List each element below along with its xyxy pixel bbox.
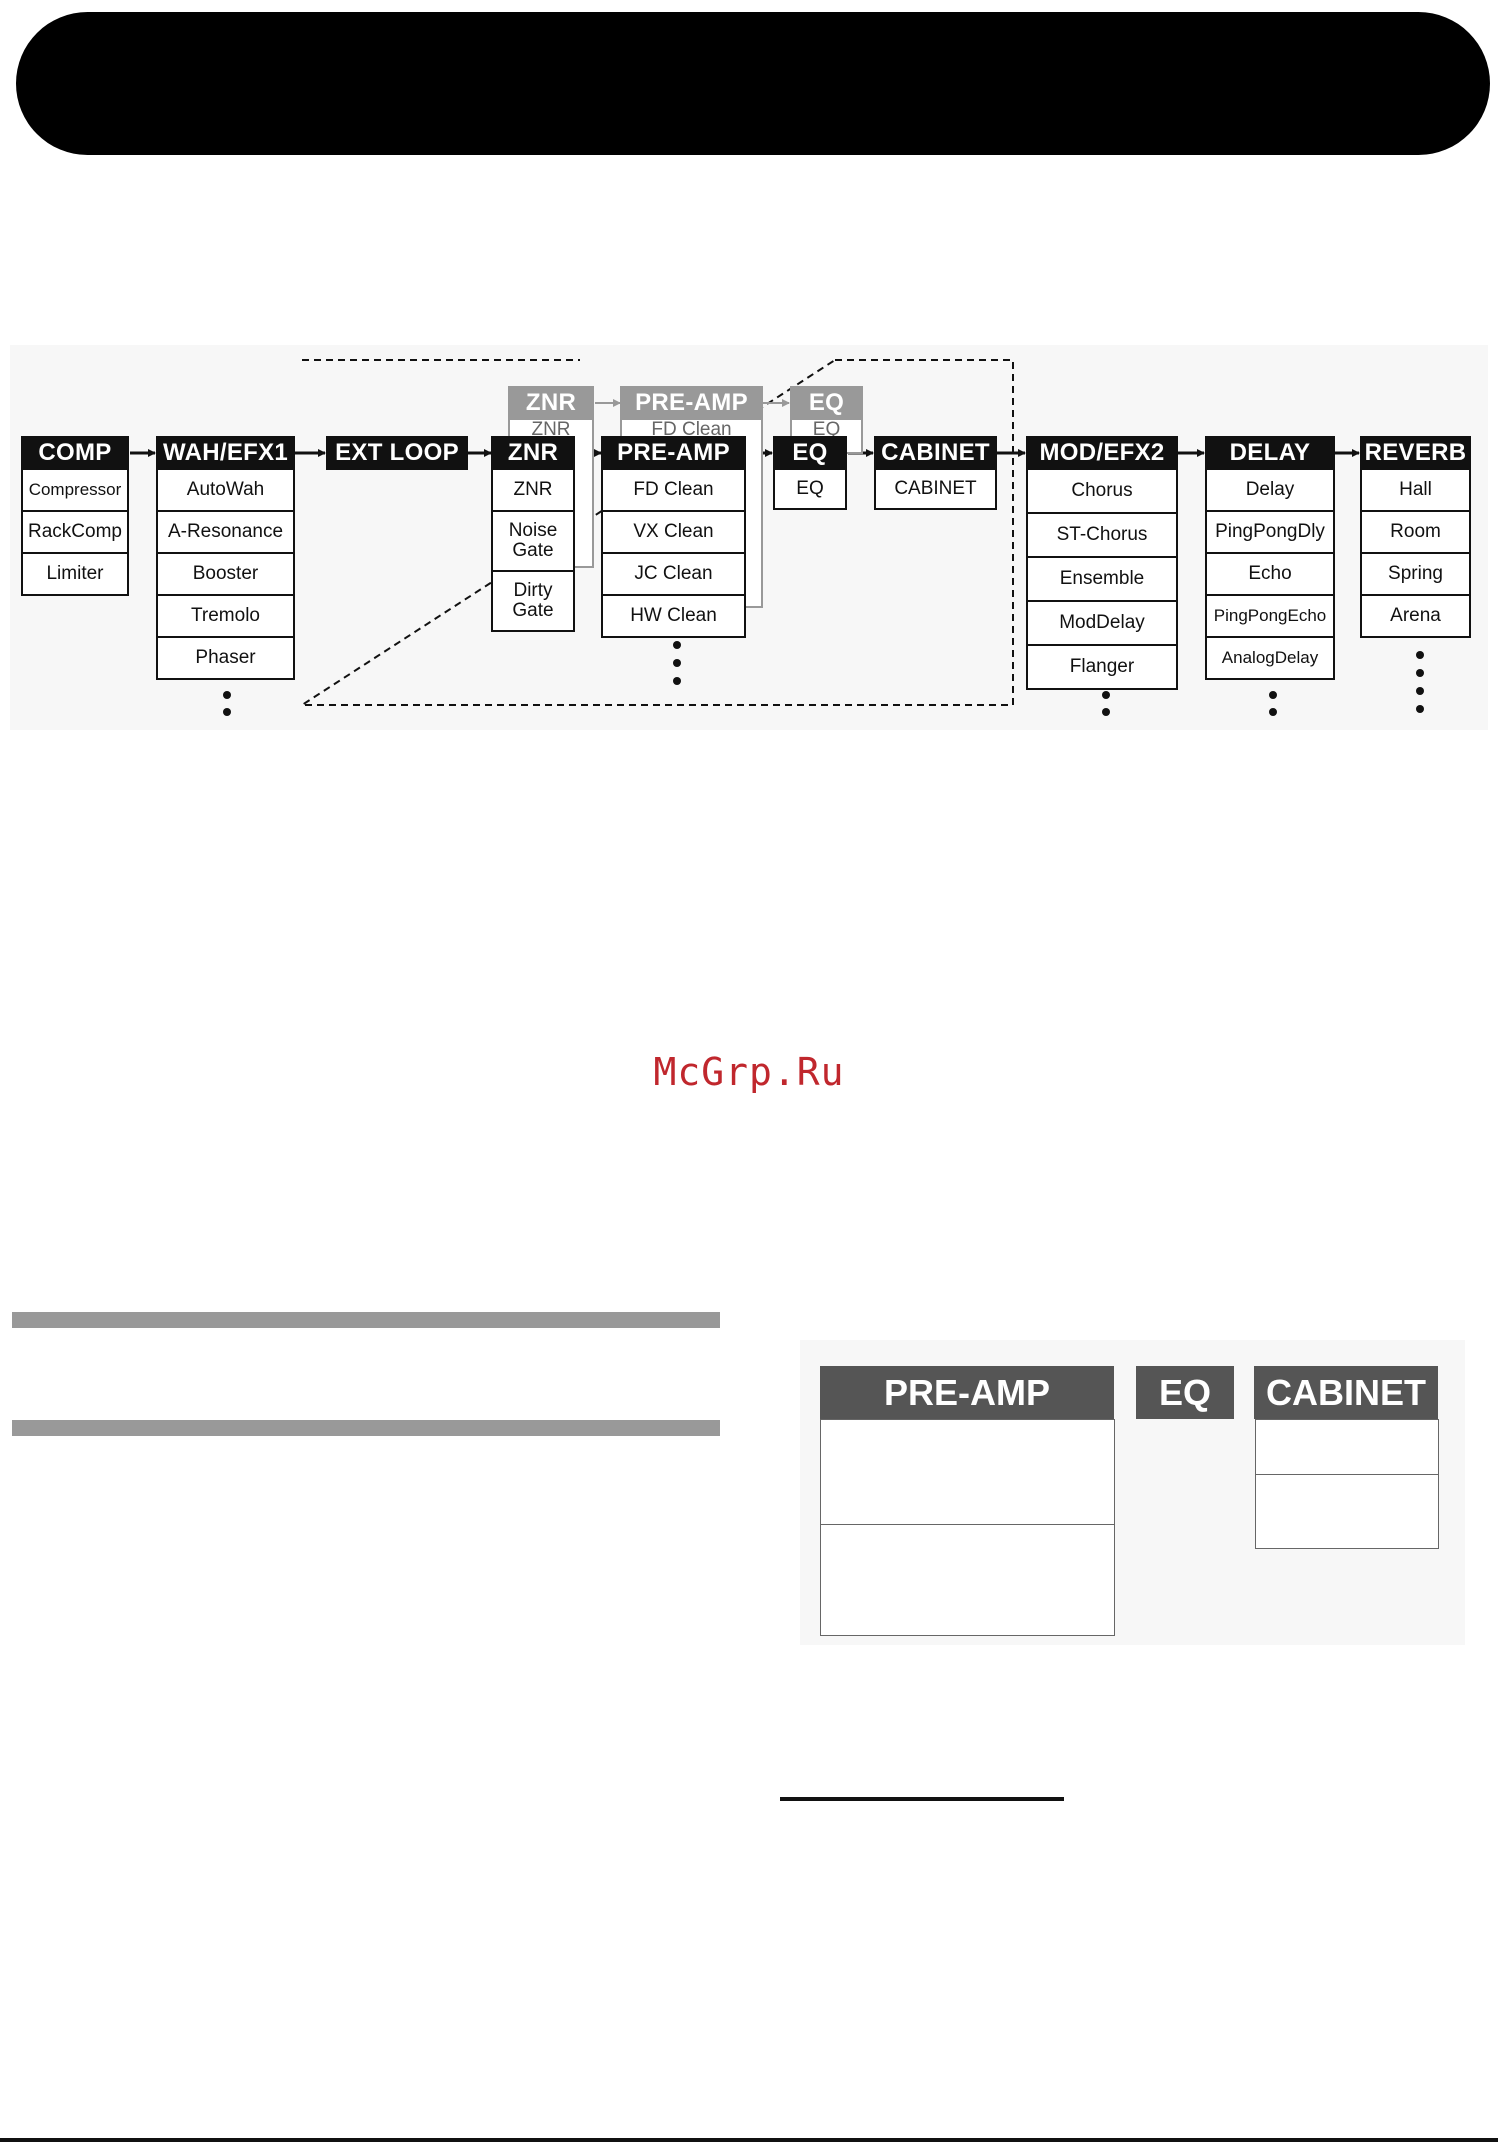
fig2-cabinet-header: CABINET xyxy=(1254,1366,1438,1419)
preamp-title: PRE-AMP xyxy=(601,436,746,470)
reverb-title: REVERB xyxy=(1360,436,1471,470)
wah-item: Phaser xyxy=(158,636,293,678)
comp-item: Compressor xyxy=(28,480,122,500)
comp-item: Limiter xyxy=(23,552,127,594)
section-rule-top xyxy=(12,1312,720,1328)
preamp-item: FD Clean xyxy=(633,479,714,501)
comp-title: COMP xyxy=(21,436,129,470)
mod-item: Chorus xyxy=(1071,480,1133,502)
reverb-item: Arena xyxy=(1362,594,1469,636)
mod-efx2-block: MOD/EFX2 Chorus ST-Chorus Ensemble ModDe… xyxy=(1026,436,1178,690)
reverb-item: Hall xyxy=(1399,479,1432,501)
wah-efx1-title: WAH/EFX1 xyxy=(156,436,295,470)
delay-item: Delay xyxy=(1245,479,1295,501)
fig2-preamp-slot-2 xyxy=(820,1524,1115,1636)
cabinet-item: CABINET xyxy=(894,478,977,500)
wah-efx1-block: WAH/EFX1 AutoWah A-Resonance Booster Tre… xyxy=(156,436,295,680)
fig2-eq-header: EQ xyxy=(1136,1366,1234,1419)
ghost-eq-title: EQ xyxy=(790,386,863,420)
wah-item: Tremolo xyxy=(158,594,293,636)
preamp-block: PRE-AMP FD Clean VX Clean JC Clean HW Cl… xyxy=(601,436,746,638)
reverb-item: Room xyxy=(1362,510,1469,552)
znr-item: Dirty Gate xyxy=(493,570,573,630)
cabinet-block: CABINET CABINET xyxy=(874,436,997,510)
znr-item: Noise Gate xyxy=(493,510,573,570)
fig2-preamp-slot-1 xyxy=(820,1419,1115,1525)
fig2-preamp-header: PRE-AMP xyxy=(820,1366,1114,1419)
underline-rule xyxy=(780,1797,1064,1801)
fig2-cabinet-slot-1 xyxy=(1255,1419,1439,1475)
reverb-block: REVERB Hall Room Spring Arena xyxy=(1360,436,1471,638)
reverb-item: Spring xyxy=(1362,552,1469,594)
ext-loop-title: EXT LOOP xyxy=(326,436,468,470)
section-rule-bottom xyxy=(12,1420,720,1436)
eq-item: EQ xyxy=(796,478,824,500)
mod-item: Ensemble xyxy=(1028,556,1176,600)
comp-block: COMP Compressor RackComp Limiter xyxy=(21,436,129,596)
cabinet-title: CABINET xyxy=(874,436,997,470)
mod-item: ST-Chorus xyxy=(1028,512,1176,556)
ghost-eq-item: EQ xyxy=(812,420,841,438)
eq-title: EQ xyxy=(773,436,847,470)
delay-item: Echo xyxy=(1207,552,1333,594)
mod-item: ModDelay xyxy=(1028,600,1176,644)
ghost-preamp-title: PRE-AMP xyxy=(620,386,763,420)
mod-item: Flanger xyxy=(1028,644,1176,688)
znr-title: ZNR xyxy=(491,436,575,470)
preamp-item: VX Clean xyxy=(603,510,744,552)
znr-block: ZNR ZNR Noise Gate Dirty Gate xyxy=(491,436,575,632)
znr-item: ZNR xyxy=(513,479,553,501)
watermark: McGrp.Ru xyxy=(653,1050,845,1094)
delay-item: PingPongDly xyxy=(1207,510,1333,552)
wah-item: A-Resonance xyxy=(158,510,293,552)
delay-item: PingPongEcho xyxy=(1207,594,1333,636)
delay-title: DELAY xyxy=(1205,436,1335,470)
footer-rule xyxy=(0,2138,1498,2142)
fig2-cabinet-slot-2 xyxy=(1255,1474,1439,1549)
delay-item: AnalogDelay xyxy=(1207,636,1333,678)
ghost-znr-title: ZNR xyxy=(508,386,594,420)
comp-item: RackComp xyxy=(23,510,127,552)
ext-loop-block: EXT LOOP xyxy=(326,436,468,470)
header-bar xyxy=(16,12,1490,155)
ghost-preamp-item: FD Clean xyxy=(651,420,732,438)
continuation-dots xyxy=(223,641,1424,716)
wah-item: AutoWah xyxy=(186,479,265,501)
delay-block: DELAY Delay PingPongDly Echo PingPongEch… xyxy=(1205,436,1335,680)
preamp-item: HW Clean xyxy=(603,594,744,636)
eq-block: EQ EQ xyxy=(773,436,847,510)
ext-loop-dashed-frame xyxy=(298,359,1014,706)
wah-item: Booster xyxy=(158,552,293,594)
ghost-znr-item: ZNR xyxy=(531,420,571,438)
mod-efx2-title: MOD/EFX2 xyxy=(1026,436,1178,470)
preamp-item: JC Clean xyxy=(603,552,744,594)
